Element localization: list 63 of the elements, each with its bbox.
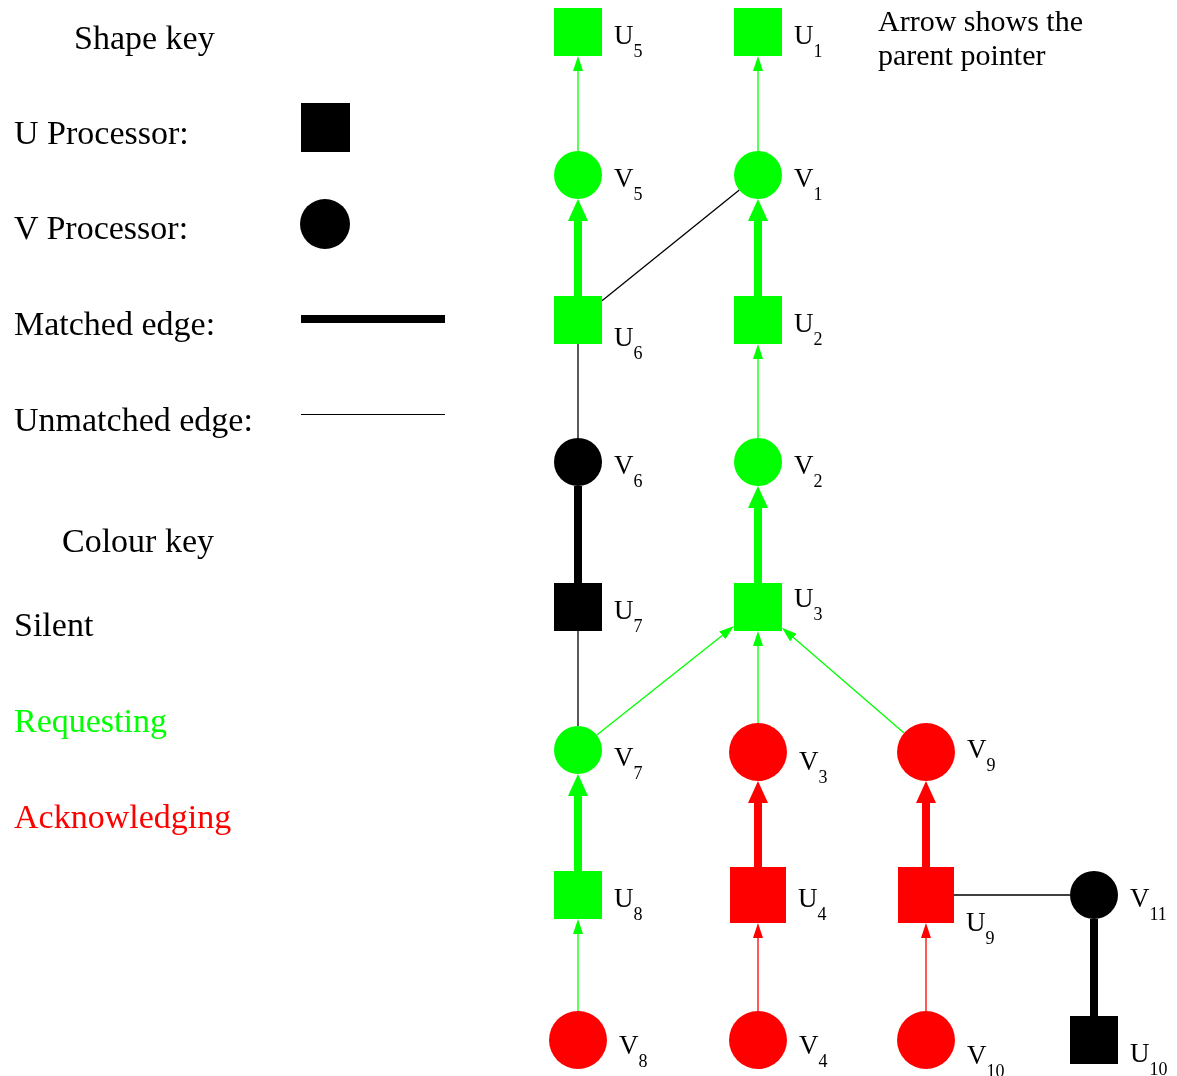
node-label: U$_{6}$ <box>614 324 643 357</box>
legend-label: Unmatched edge: <box>14 400 253 440</box>
connector-line <box>574 486 582 583</box>
square-node <box>730 867 786 923</box>
node-label: V$_{9}$ <box>967 736 996 769</box>
node-label: V$_{8}$ <box>619 1032 648 1065</box>
arrow <box>748 199 768 296</box>
legend-label: Acknowledging <box>14 797 232 837</box>
arrow <box>782 627 905 734</box>
node-label: U$_{10}$ <box>1130 1040 1168 1073</box>
node-label: U$_{8}$ <box>614 885 643 918</box>
square-node <box>554 583 602 631</box>
legend-label: Matched edge: <box>14 304 216 344</box>
node-label: U$_{9}$ <box>966 909 995 942</box>
arrow <box>753 344 763 439</box>
square-node <box>734 296 782 344</box>
arrow <box>916 781 936 867</box>
connector-line <box>577 343 579 439</box>
node-label: V$_{2}$ <box>794 452 823 485</box>
node-label: V$_{1}$ <box>794 165 823 198</box>
legend-label: Requesting <box>14 701 167 741</box>
legend-label: V Processor: <box>14 208 189 248</box>
arrow <box>596 626 734 736</box>
arrow <box>573 919 583 1012</box>
arrow <box>573 56 583 152</box>
node-label: U$_{4}$ <box>798 885 827 918</box>
arrow <box>748 486 768 583</box>
square-node <box>898 867 954 923</box>
node-label: V$_{5}$ <box>614 165 643 198</box>
connector-line <box>1090 919 1098 1016</box>
square-node <box>734 583 782 631</box>
square-node <box>554 296 602 344</box>
arrow <box>753 631 763 724</box>
connector-line <box>601 189 740 302</box>
key-heading: Colour key <box>62 521 215 561</box>
node-label: V$_{7}$ <box>614 744 643 777</box>
arrow <box>753 923 763 1012</box>
node-label: V$_{6}$ <box>614 452 643 485</box>
key-heading: Shape key <box>74 18 215 58</box>
node-label: U$_{2}$ <box>794 310 823 343</box>
node-label: V$_{3}$ <box>799 748 828 781</box>
connector-line <box>953 894 1071 896</box>
node-label: U$_{5}$ <box>614 22 643 55</box>
legend-label: Silent <box>14 605 94 645</box>
node-label: V$_{4}$ <box>799 1032 828 1065</box>
arrow <box>748 781 768 867</box>
arrow <box>568 199 588 296</box>
note-text: Arrow shows the parent pointer <box>878 4 1084 72</box>
node-label: V$_{11}$ <box>1130 885 1167 918</box>
node-label: U$_{1}$ <box>794 22 823 55</box>
square-node <box>1070 1016 1118 1064</box>
connector-line <box>577 630 579 727</box>
arrow <box>568 774 588 871</box>
node-label: U$_{3}$ <box>794 585 823 618</box>
square-node <box>301 103 350 152</box>
square-node <box>554 8 602 56</box>
square-node <box>734 8 782 56</box>
arrow <box>753 56 763 152</box>
arrow <box>921 923 931 1012</box>
node-label: V$_{10}$ <box>967 1042 1005 1075</box>
legend-label: U Processor: <box>14 113 189 153</box>
node-label: U$_{7}$ <box>614 597 643 630</box>
square-node <box>554 871 602 919</box>
